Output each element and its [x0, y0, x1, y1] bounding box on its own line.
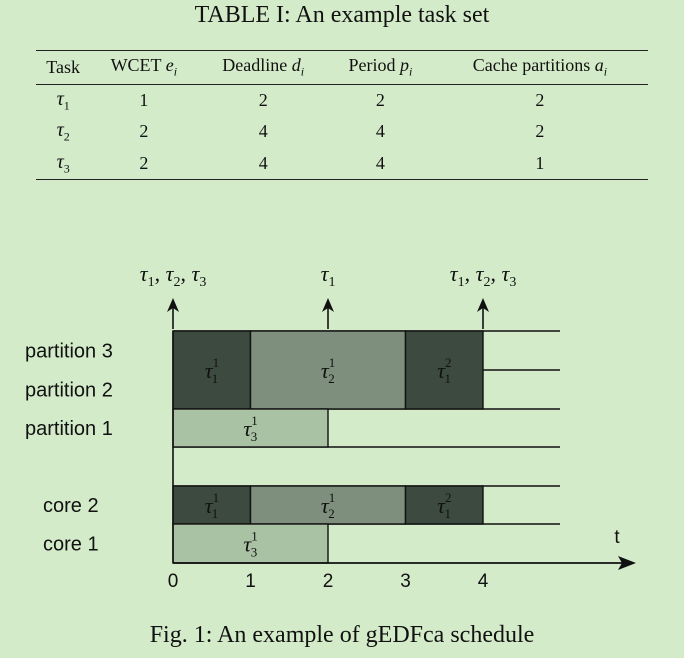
release-label: τ1 — [321, 261, 336, 290]
tick-label: 0 — [168, 571, 179, 592]
tick-label: 2 — [323, 571, 334, 592]
header-deadline: Deadline di — [197, 50, 330, 85]
cell-period: 4 — [329, 147, 432, 181]
table-row: τ1 1 2 2 2 — [36, 84, 648, 116]
release-arrowhead — [167, 298, 179, 312]
time-axis-arrowhead — [618, 556, 636, 570]
cell-task: τ3 — [36, 147, 91, 181]
header-cache-partitions: Cache partitions ai — [431, 50, 648, 85]
header-wcet: WCET ei — [90, 50, 198, 85]
job-block — [404, 330, 484, 410]
job-block — [172, 408, 329, 448]
header-period: Period pi — [329, 50, 432, 85]
time-axis-label: t — [614, 527, 620, 548]
row-label: core 1 — [43, 534, 99, 556]
table-header-row: Task WCET ei Deadline di Period pi Cache… — [36, 50, 648, 85]
job-block — [172, 485, 252, 525]
table-caption: TABLE I: An example task set — [194, 2, 490, 28]
row-label: partition 1 — [25, 418, 113, 440]
cell-period: 2 — [375, 89, 385, 110]
header-task: Task — [36, 50, 91, 85]
cell-task: τ1 — [56, 87, 70, 113]
cell-deadline: 4 — [258, 121, 268, 142]
cell-partitions: 2 — [535, 121, 545, 142]
cell-partitions: 2 — [535, 89, 545, 110]
tick-label: 4 — [478, 571, 489, 592]
release-label: τ1, τ2, τ3 — [450, 261, 517, 290]
job-block — [172, 523, 329, 564]
row-label: partition 2 — [25, 380, 113, 402]
row-label: core 2 — [43, 495, 99, 517]
cell-period: 4 — [375, 121, 385, 142]
job-block — [404, 485, 484, 525]
job-block — [249, 330, 407, 410]
job-block — [249, 485, 407, 525]
cell-wcet: 2 — [139, 121, 149, 142]
row-label: partition 3 — [25, 341, 113, 363]
task-set-table: Task WCET ei Deadline di Period pi Cache… — [36, 50, 648, 181]
cell-task: τ2 — [56, 119, 70, 144]
cell-partitions: 1 — [431, 147, 648, 181]
release-label: τ1, τ2, τ3 — [140, 261, 207, 290]
cell-wcet: 2 — [90, 147, 198, 181]
tick-label: 3 — [400, 571, 411, 592]
release-arrowhead — [322, 298, 334, 312]
table-row: τ2 2 4 4 2 — [36, 116, 648, 148]
tick-label: 1 — [245, 571, 256, 592]
figure-caption: Fig. 1: An example of gEDFca schedule — [149, 622, 535, 648]
cell-deadline: 4 — [197, 147, 330, 181]
cell-wcet: 1 — [139, 89, 149, 110]
table-row: τ3 2 4 4 1 — [36, 147, 648, 181]
release-arrowhead — [477, 298, 489, 312]
cell-deadline: 2 — [258, 89, 268, 110]
